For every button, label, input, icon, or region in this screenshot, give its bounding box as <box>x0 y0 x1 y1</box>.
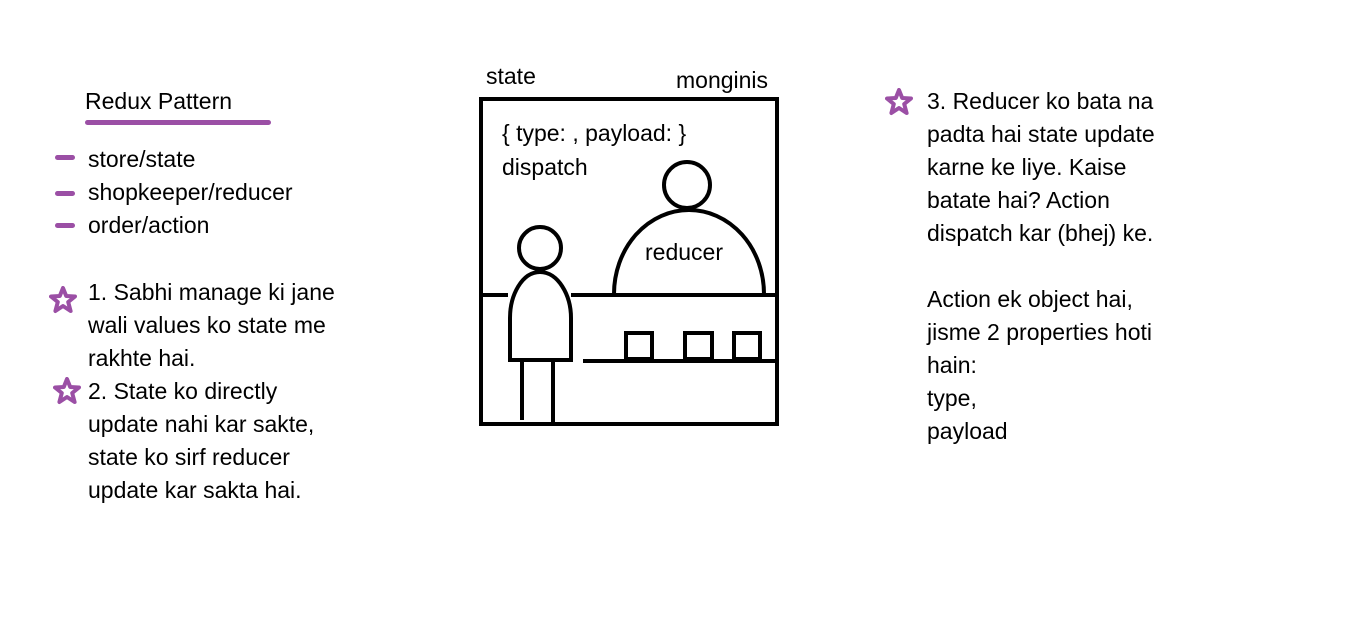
dash-icon <box>55 223 75 228</box>
person-head <box>517 225 563 271</box>
shop-frame <box>479 97 779 426</box>
reducer-text: reducer <box>645 239 723 265</box>
title-underline <box>85 120 271 125</box>
note-2-line: update kar sakta hai. <box>88 477 302 503</box>
diagram-title: Redux Pattern <box>85 88 233 114</box>
shop-label: monginis <box>676 67 769 93</box>
star-icon <box>49 286 77 313</box>
note-1: 1. Sabhi manage ki jane wali values ko s… <box>88 276 335 375</box>
star-icon <box>885 88 913 115</box>
note-3-line: dispatch kar (bhej) ke. <box>927 220 1154 246</box>
state-label: state <box>486 63 536 89</box>
bullet-store-state: store/state <box>88 146 196 172</box>
action-description: Action ek object hai, jisme 2 properties… <box>927 283 1152 448</box>
action-object-text: { type: , payload: } <box>502 120 687 146</box>
bullet-shopkeeper-reducer: shopkeeper/reducer <box>88 179 293 205</box>
action-description-line: payload <box>927 418 1008 444</box>
note-1-line: wali values ko state me <box>88 312 326 338</box>
note-3-line: karne ke liye. Kaise <box>927 154 1127 180</box>
person-body <box>508 269 573 362</box>
dispatch-text: dispatch <box>502 154 588 180</box>
note-3-line: 3. Reducer ko bata na <box>927 88 1154 114</box>
note-3: 3. Reducer ko bata na padta hai state up… <box>927 85 1155 250</box>
note-1-line: rakhte hai. <box>88 345 196 371</box>
action-description-line: type, <box>927 385 977 411</box>
action-description-line: hain: <box>927 352 977 378</box>
reducer-head <box>662 160 712 210</box>
note-1-line: 1. Sabhi manage ki jane <box>88 279 335 305</box>
note-2: 2. State ko directly update nahi kar sak… <box>88 375 314 507</box>
dash-icon <box>55 191 75 196</box>
dash-icon <box>55 155 75 160</box>
note-2-line: state ko sirf reducer <box>88 444 290 470</box>
action-description-line: Action ek object hai, <box>927 286 1133 312</box>
note-3-line: batate hai? Action <box>927 187 1110 213</box>
bullet-order-action: order/action <box>88 212 210 238</box>
shelf-item <box>732 331 762 361</box>
note-2-line: 2. State ko directly <box>88 378 278 404</box>
note-2-line: update nahi kar sakte, <box>88 411 315 437</box>
shelf-item <box>683 331 714 361</box>
shelf-item <box>624 331 654 361</box>
note-3-line: padta hai state update <box>927 121 1155 147</box>
action-description-line: jisme 2 properties hoti <box>927 319 1152 345</box>
reducer-body <box>612 208 766 295</box>
star-icon <box>53 377 81 404</box>
